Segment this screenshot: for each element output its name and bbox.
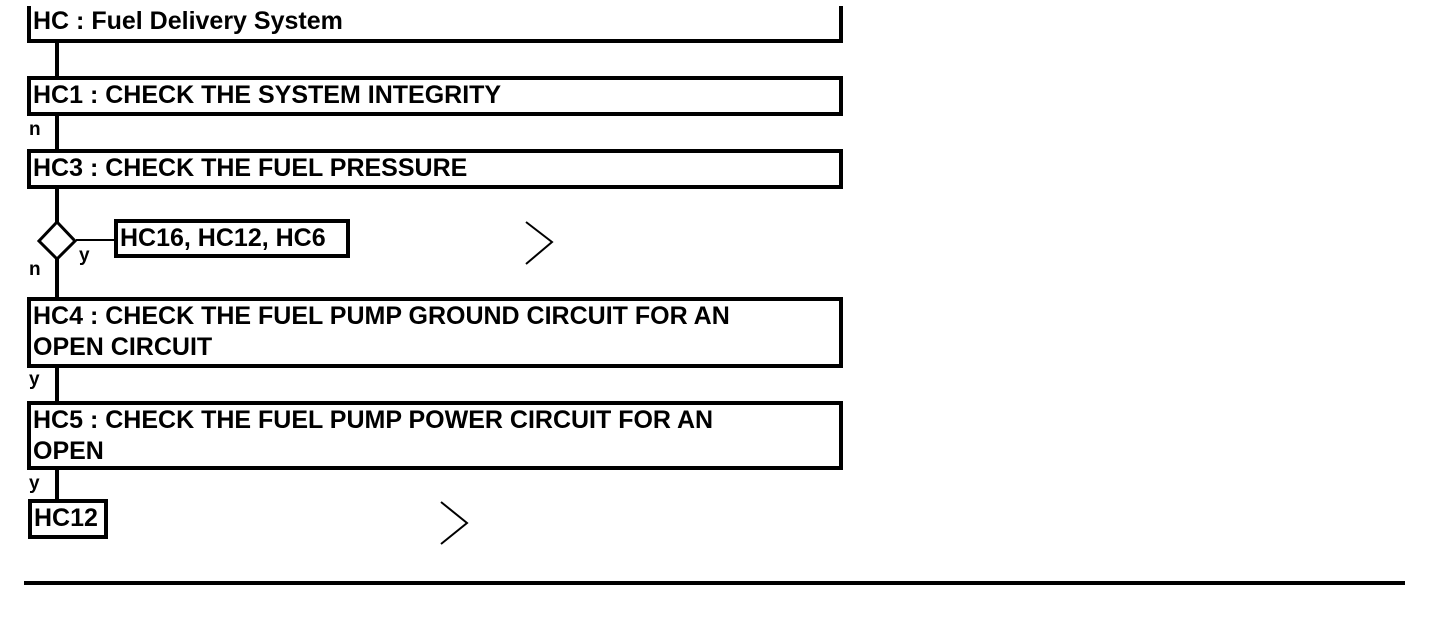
- decision-diamond: [37, 221, 77, 261]
- step-hc5-label-line1: HC5 : CHECK THE FUEL PUMP POWER CIRCUIT …: [33, 406, 714, 434]
- branch-label-no: n: [29, 119, 41, 140]
- step-hc1-label: HC1 : CHECK THE SYSTEM INTEGRITY: [33, 81, 502, 109]
- step-hc4-box[interactable]: HC4 : CHECK THE FUEL PUMP GROUND CIRCUIT…: [27, 297, 843, 368]
- step-hc5-label-line2: OPEN: [33, 437, 104, 465]
- branch-label-yes: y: [79, 245, 90, 266]
- chevron-right-icon[interactable]: [437, 500, 471, 548]
- step-hc4-label-line2: OPEN CIRCUIT: [33, 333, 213, 361]
- step-hc4-label-line1: HC4 : CHECK THE FUEL PUMP GROUND CIRCUIT…: [33, 302, 730, 330]
- divider: [24, 581, 1405, 585]
- step-hc3-label: HC3 : CHECK THE FUEL PRESSURE: [33, 154, 468, 182]
- branch-label-no: n: [29, 259, 41, 280]
- connector-line: [55, 259, 59, 297]
- connector-line: [55, 470, 59, 499]
- chevron-right-icon[interactable]: [522, 220, 556, 268]
- connector-line: [55, 189, 59, 222]
- step-hc5-box[interactable]: HC5 : CHECK THE FUEL PUMP POWER CIRCUIT …: [27, 401, 843, 470]
- final-target-box[interactable]: HC12: [28, 499, 108, 539]
- decision-yes-target-label: HC16, HC12, HC6: [120, 224, 326, 252]
- step-hc1-box[interactable]: HC1 : CHECK THE SYSTEM INTEGRITY: [27, 76, 843, 116]
- branch-label-yes: y: [29, 473, 40, 494]
- flowchart-title-box: HC : Fuel Delivery System: [27, 6, 843, 43]
- connector-line: [55, 368, 59, 401]
- connector-line: [55, 116, 59, 149]
- flowchart-title: HC : Fuel Delivery System: [33, 7, 343, 35]
- connector-line-yes: [76, 239, 116, 241]
- branch-label-yes: y: [29, 369, 40, 390]
- decision-yes-target-box[interactable]: HC16, HC12, HC6: [114, 219, 350, 258]
- step-hc3-box[interactable]: HC3 : CHECK THE FUEL PRESSURE: [27, 149, 843, 189]
- connector-line: [55, 43, 59, 76]
- final-target-label: HC12: [34, 504, 98, 532]
